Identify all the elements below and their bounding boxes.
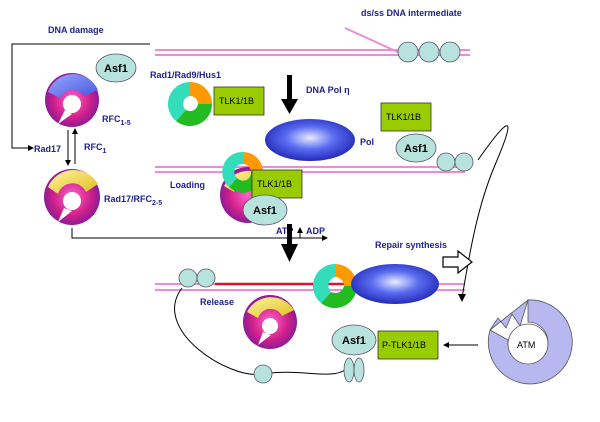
svg-text:TLK1/1B: TLK1/1B xyxy=(386,112,421,122)
ds-ss-dna-label: ds/ss DNA intermediate xyxy=(361,8,462,18)
svg-text:TLK1/1B: TLK1/1B xyxy=(257,179,292,189)
dna-strand-middle xyxy=(155,166,465,173)
histone-triplet-top xyxy=(397,41,461,63)
tlk-box-right: TLK1/1B xyxy=(380,102,432,132)
svg-text:Asf1: Asf1 xyxy=(342,335,366,347)
release-label: Release xyxy=(200,297,234,307)
histone-pair-release xyxy=(178,268,216,288)
atp-connector xyxy=(71,228,301,239)
rad17-rfc-label: Rad17/RFC2-5 xyxy=(104,194,162,207)
svg-text:P-TLK1/1B: P-TLK1/1B xyxy=(382,340,426,350)
released-rfc-ring xyxy=(243,295,297,349)
rad17-rfc-ring xyxy=(44,169,100,225)
svg-text:Asf1: Asf1 xyxy=(253,205,277,217)
histone-pair-right xyxy=(436,152,474,172)
feedback-curve-right xyxy=(461,125,509,299)
911-clamp-ring xyxy=(167,81,213,127)
rfc-complex-ring xyxy=(45,73,99,127)
pol-enzyme xyxy=(265,119,355,161)
repair-synthesis-label: Repair synthesis xyxy=(375,240,447,250)
asf1-bubble-loading: Asf1 xyxy=(242,194,288,226)
dna-damage-bracket xyxy=(11,43,150,149)
tlk-box-loading: TLK1/1B xyxy=(251,169,303,199)
adp-label: ADP xyxy=(306,226,325,236)
svg-text:ATM: ATM xyxy=(517,340,535,350)
rfc1-label: RFC1 xyxy=(84,142,107,155)
rfc1-exchange-arrows xyxy=(65,128,78,166)
atm-to-tlk-arrow xyxy=(443,342,478,348)
rfc15-label: RFC1-5 xyxy=(102,114,131,127)
dna-damage-label: DNA damage xyxy=(48,25,104,35)
p-tlk-box: P-TLK1/1B xyxy=(377,330,439,360)
rad1-rad9-hus1-label: Rad1/Rad9/Hus1 xyxy=(150,70,221,80)
repair-direction-arrow xyxy=(442,249,473,275)
asf1-bubble-right: Asf1 xyxy=(395,133,437,163)
asf1-bubble-bottom: Asf1 xyxy=(331,324,377,383)
rad17-label: Rad17 xyxy=(34,144,61,154)
asf1-bubble-top: Asf1 xyxy=(95,53,137,83)
loading-label: Loading xyxy=(170,180,205,190)
adp-down-arrow xyxy=(281,224,298,262)
dna-pol-eta-label: DNA Pol η xyxy=(306,85,350,95)
svg-text:Asf1: Asf1 xyxy=(104,63,128,75)
adp-side-arrow xyxy=(300,235,328,241)
dna-pol-eta-arrow xyxy=(281,75,298,114)
histone-bottom xyxy=(253,364,273,384)
svg-text:Asf1: Asf1 xyxy=(404,143,428,155)
atp-label: ATP xyxy=(276,226,293,236)
pol-label: Pol xyxy=(360,137,374,147)
tlk-box-top: TLK1/1B xyxy=(213,86,265,116)
pol-enzyme-repair xyxy=(351,264,439,304)
atm-kinase: ATM xyxy=(487,298,573,385)
svg-text:TLK1/1B: TLK1/1B xyxy=(219,96,254,106)
repair-911-clamp xyxy=(312,263,358,309)
